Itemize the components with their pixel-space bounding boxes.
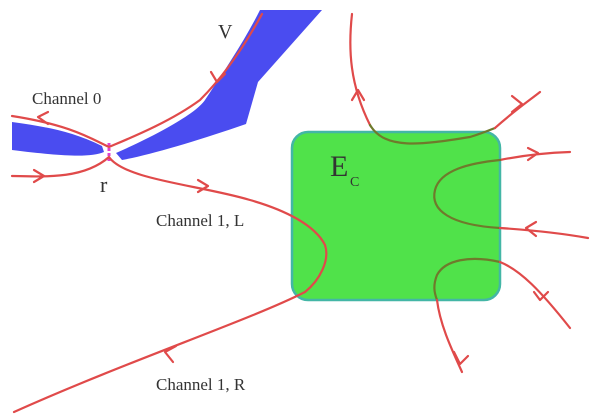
arrow-right-upper [526,146,540,162]
edge-channel-gate [10,12,264,149]
arrow-top-right [510,94,524,114]
edge-top-inside [368,123,497,145]
edge-bottom-outside-right [498,260,572,330]
arrow-channel0-left [36,110,50,126]
label-channel-1-left: Channel 1, L [156,211,244,230]
gate-left-finger [12,122,104,156]
edge-channel-1-right [12,290,307,414]
arrow-right-lower [524,220,538,238]
arrow-bottom-down [452,350,470,366]
edge-bottom-inside [433,257,502,302]
edge-top-outside [349,12,372,127]
label-channel-0: Channel 0 [32,89,101,108]
edge-right-upper-outside [498,150,572,162]
edge-channel-1-left [10,155,328,294]
island [290,130,502,302]
label-voltage-gate: V [218,21,233,43]
arrow-gate-down [209,70,227,84]
label-channel-1-right: Channel 1, R [156,375,246,394]
arrow-channel1-l [196,178,210,194]
arrow-channel1-r [163,344,178,364]
gate-right-arm [116,10,322,160]
edge-right-lower-outside [498,226,590,240]
edge-bottom-outside-down [435,298,464,374]
label-charging-energy-subscript: C [350,175,359,190]
edge-right-inside [433,158,502,230]
arrow-top-up [350,88,366,102]
label-charging-energy: E [330,150,348,183]
arrow-bottom-right [532,290,550,302]
edge-top-right-outside [493,90,542,130]
label-point-contact: r [100,172,108,197]
arrow-channel1-in [32,168,46,184]
